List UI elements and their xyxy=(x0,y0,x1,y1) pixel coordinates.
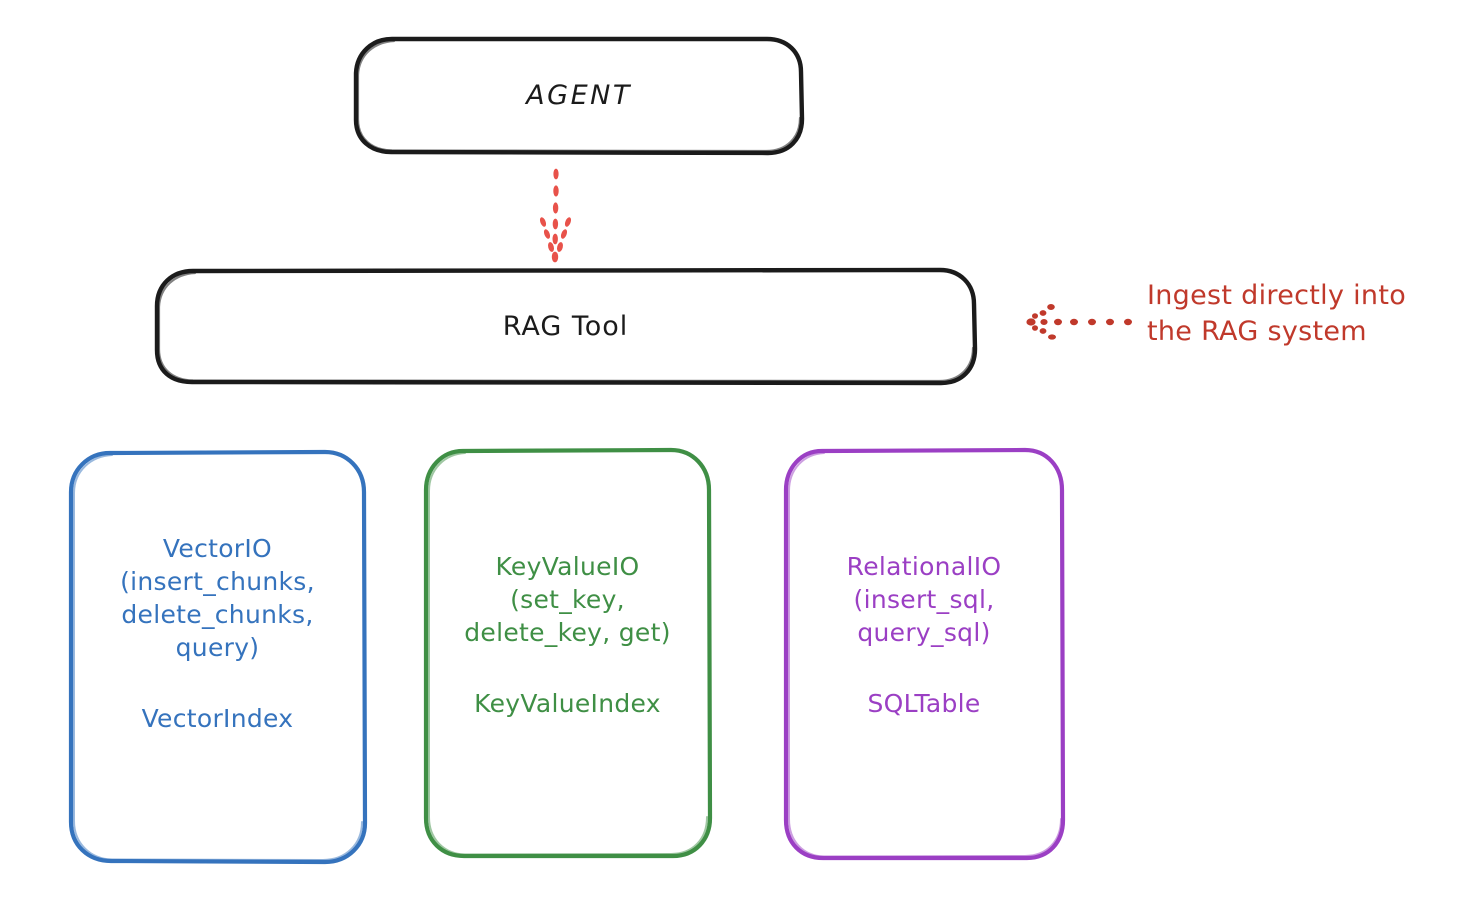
agent-to-rag-tool-connector xyxy=(539,168,572,263)
ingest-arrow-connector xyxy=(1026,304,1132,340)
vector-io-index-label: VectorIndex xyxy=(141,704,294,733)
relational-io-index-label: SQLTable xyxy=(867,689,981,718)
key-value-io-api-list: KeyValueIO (set_key, delete_key, get) xyxy=(464,552,671,647)
ingest-annotation-text: Ingest directly into the RAG system xyxy=(1147,280,1407,348)
vector-io-node-label: VectorIO (insert_chunks, delete_chunks, … xyxy=(70,452,365,862)
rag-tool-node-label: RAG Tool xyxy=(502,310,629,342)
relational-io-api-list: RelationalIO (insert_sql, query_sql) xyxy=(846,552,1002,647)
vector-io-api-list: VectorIO (insert_chunks, delete_chunks, … xyxy=(120,534,315,662)
relational-io-node-label: RelationalIO (insert_sql, query_sql) SQL… xyxy=(785,450,1063,857)
agent-node-label: AGENT xyxy=(526,79,632,111)
key-value-io-node-label: KeyValueIO (set_key, delete_key, get) Ke… xyxy=(425,450,710,855)
key-value-io-index-label: KeyValueIndex xyxy=(474,689,661,718)
